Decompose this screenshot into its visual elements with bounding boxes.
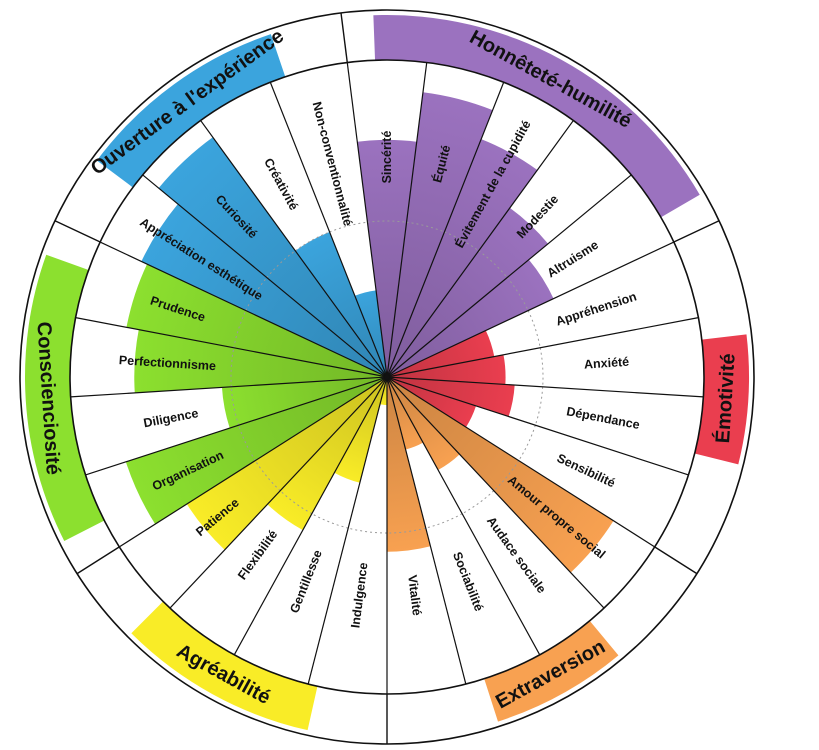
- facet-separator: [169, 376, 388, 609]
- facet-separator: [346, 62, 388, 378]
- facet-separator: [386, 376, 704, 398]
- facet-separator: [386, 174, 632, 378]
- facet-wedge-organisation: [125, 377, 387, 525]
- facet-wedge-apprehension: [387, 330, 495, 377]
- facet-wedge-gentillesse: [334, 377, 387, 483]
- facet-wedge-sincerite: [357, 139, 417, 377]
- facet-wedge-perfectionnisme: [134, 329, 387, 393]
- facet-separator: [200, 120, 388, 378]
- domain-label-emotivite: Émotivité: [711, 353, 740, 444]
- facet-separator: [386, 376, 467, 685]
- domain-separator: [340, 12, 348, 63]
- facet-separator: [386, 317, 699, 378]
- facet-wedge-curiosite: [158, 137, 387, 377]
- domain-separator: [673, 220, 720, 243]
- facet-wedge-modestie: [387, 207, 549, 377]
- domain-band-extraversion: [484, 620, 619, 722]
- domain-band-agreabilite: [131, 601, 318, 731]
- facet-separator: [85, 376, 388, 476]
- facet-label-anxiete: Anxiété: [584, 355, 630, 372]
- facet-wedge-audace-sociale: [387, 377, 460, 470]
- facet-separator: [386, 376, 541, 656]
- facet-wedge-equite: [387, 92, 493, 378]
- facet-separator: [386, 62, 428, 378]
- facet-wedge-evitement-de-la-cupidite: [387, 139, 538, 377]
- facet-separator: [386, 82, 505, 378]
- facet-wedge-flexibilite: [267, 377, 387, 531]
- facet-separator: [75, 317, 388, 378]
- domain-band-emotivite: [694, 334, 749, 465]
- facet-wedge-sensibilite: [387, 377, 477, 428]
- facet-wedge-appreciation-esthetique: [141, 203, 387, 377]
- facet-separator: [119, 376, 388, 548]
- wheel-lines: [70, 62, 704, 694]
- facet-separator: [386, 376, 655, 548]
- domain-band-ouverture-a-l-experience: [96, 34, 286, 188]
- domain-band-conscienciosite: [25, 254, 105, 541]
- facet-separator: [70, 376, 388, 398]
- domain-separator: [54, 220, 101, 243]
- facet-wedge-prudence: [126, 264, 387, 377]
- facet-separator: [386, 376, 689, 476]
- domain-separator: [76, 546, 120, 575]
- facet-wedges: [125, 92, 614, 573]
- center-hub: [384, 374, 390, 380]
- facet-wedge-sociabilite: [387, 377, 424, 450]
- facet-separator: [307, 376, 388, 685]
- domain-band-honnetete-humilite: [373, 15, 700, 218]
- facet-label-vitalite: Vitalité: [405, 574, 424, 616]
- facet-wedge-amour-propre-social: [387, 377, 614, 573]
- facet-separator: [142, 174, 388, 378]
- facet-separator: [233, 376, 388, 656]
- facet-separator: [386, 120, 574, 378]
- facet-wedge-anxiete: [387, 354, 506, 385]
- facet-wedge-altruisme: [387, 259, 554, 377]
- domain-separator: [654, 546, 698, 575]
- facet-separator: [99, 241, 388, 378]
- facet-separator: [386, 376, 605, 609]
- facet-label-perfectionnisme: Perfectionnisme: [118, 353, 216, 373]
- facet-separator: [386, 241, 675, 378]
- facet-wedge-patience: [186, 377, 387, 550]
- facet-wedge-creativite: [295, 231, 387, 377]
- facet-label-sincerite: Sincérité: [380, 131, 394, 184]
- facet-separator: [269, 82, 388, 378]
